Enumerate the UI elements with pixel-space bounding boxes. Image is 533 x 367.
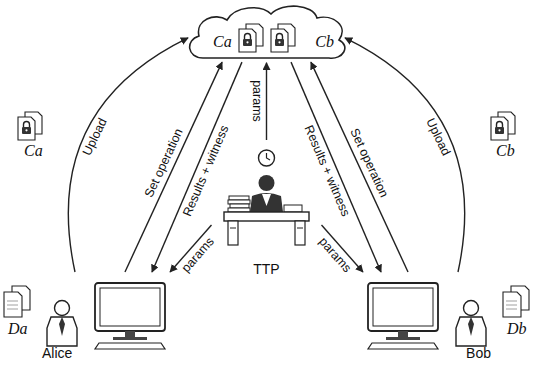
graphic-part (190, 6, 345, 58)
graphic-part (271, 24, 295, 52)
graphic-part (262, 194, 271, 206)
graphic-part (229, 196, 249, 200)
encrypted-file-icon (491, 112, 515, 140)
graphic-part (267, 153, 271, 160)
user-station: Bob (353, 272, 493, 364)
encrypted-file-icon (18, 112, 42, 140)
ciphertext-name: Cb (315, 33, 334, 51)
graphic-part (228, 221, 238, 245)
graphic-part (230, 204, 249, 208)
file-name: Cb (496, 143, 515, 159)
ciphertext-name: Ca (213, 33, 232, 51)
graphic-part (239, 24, 263, 52)
graphic-part (228, 200, 250, 204)
graphic-part (224, 212, 309, 221)
node-label: Bob (466, 346, 491, 361)
arrow-connector (345, 38, 465, 272)
node-label: TTP (253, 262, 279, 277)
graphic-part (230, 228, 236, 229)
file-name: Ca (24, 143, 43, 159)
graphic-part (250, 193, 283, 212)
arrow-connector (68, 38, 188, 272)
graphic-part (284, 205, 302, 212)
edge-label: Set operation (142, 125, 186, 201)
user-icon (456, 301, 486, 347)
ttp-illustration (224, 150, 309, 245)
user-icon (47, 301, 77, 347)
graphic-part (259, 150, 275, 166)
file-icon (4, 286, 30, 317)
cloud-storage: Ca Cb (183, 2, 350, 64)
user-station: Alice (40, 272, 180, 364)
file-icon (503, 286, 529, 317)
edge-label: Set operation (346, 125, 390, 201)
cloud-outline (183, 2, 350, 64)
trusted-party: TTP (212, 140, 322, 280)
computer-icon (95, 283, 165, 349)
file-name: Db (507, 321, 527, 337)
file-name: Da (8, 321, 28, 337)
node-label: Alice (42, 346, 72, 361)
graphic-part (295, 221, 305, 245)
edge-label: params (250, 79, 263, 125)
graphic-part (297, 228, 303, 229)
computer-icon (368, 283, 438, 349)
arrow-connector (266, 63, 267, 140)
graphic-part (259, 175, 275, 191)
